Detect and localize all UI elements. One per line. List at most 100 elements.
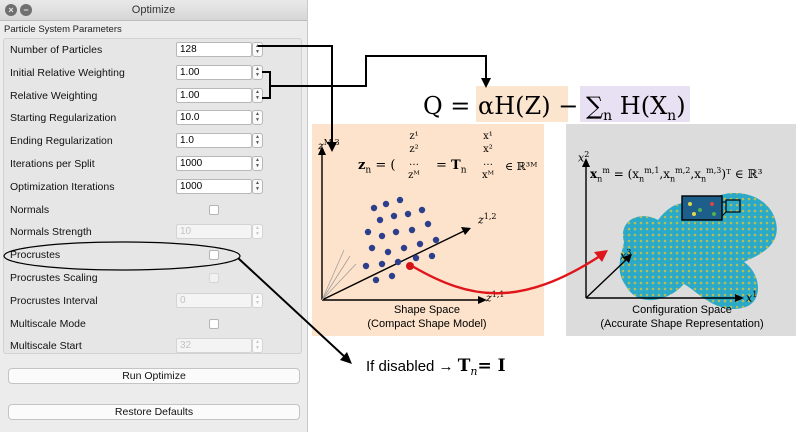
note-T: T [457,356,471,376]
connector-weighting [270,55,487,87]
spin-arrows-icon[interactable]: ▲▼ [252,87,263,103]
param-row: Procrustes [10,245,302,265]
particle-dot [362,262,370,270]
param-spinbox[interactable]: 1000 ▲▼ [176,156,263,171]
arrowhead-weighting [481,78,491,88]
z-vector: z¹ z² … zᴹ [402,130,426,182]
zn-eq-sign: = ( [371,158,396,173]
x-vector-item: xᴹ [481,170,495,181]
arrowhead-procrustes [340,352,352,364]
z-vector-item: zᴹ [408,170,420,181]
param-spinbox[interactable]: 1.00▲▼ [176,87,263,103]
formula-highlight-config [580,86,690,122]
spin-arrows-icon[interactable]: ▲▼ [252,178,263,194]
spin-arrows-icon[interactable]: ▲▼ [252,156,263,171]
param-checkbox[interactable] [209,250,219,261]
note-prefix: If disabled → [366,358,458,375]
optimize-dialog: × − Optimize Particle System Parameters … [0,0,308,432]
axis-label-x3: x3 [620,248,631,263]
tn-letter: T [451,158,461,173]
zoom-source-box [725,199,741,213]
param-value: 10.0 [180,112,200,124]
axis-x3-symbol: x [620,249,627,263]
axis-label-z12: z1,2 [478,212,497,227]
param-checkbox[interactable] [209,318,219,329]
xm-rhs: = (x [609,167,640,181]
particle-dot [432,236,440,244]
param-label: Normals [10,203,50,216]
param-value: 1000 [180,158,203,169]
particle-dot [388,272,396,280]
axis-hatching [321,249,357,301]
particle-dot [378,260,386,268]
note-eq: = I [477,356,506,376]
tn-symbol: = Tn [436,158,467,176]
param-row: Procrustes Scaling [10,268,302,288]
param-value: 128 [180,44,197,55]
param-spinbox[interactable]: 10.0 ▲▼ [176,110,263,126]
param-spinbox[interactable]: 128 ▲▼ [176,42,263,57]
configuration-space-subtitle: (Accurate Shape Representation) [600,318,764,330]
shape-space-title: Shape Space [393,304,461,316]
axis-z11-arrow [478,296,487,304]
spin-arrows-icon: ▲▼ [252,224,263,240]
connector-procrustes [237,257,347,359]
minimize-icon[interactable]: − [20,4,32,16]
z-vector-item: z¹ [409,131,419,142]
title-bar: × − Optimize [0,0,307,21]
formula-highlight-shape [476,86,568,122]
spin-arrows-icon[interactable]: ▲▼ [252,133,263,149]
param-row: Multiscale Mode [10,314,302,334]
param-label: Procrustes Scaling [10,272,98,284]
restore-defaults-button[interactable]: Restore Defaults [8,404,300,420]
formula-term2: H(X [612,92,668,120]
param-value: 1.00 [180,66,200,78]
procrustes-note: If disabled → Tn= I [366,356,506,378]
param-spinbox[interactable]: 1000▲▼ [176,178,263,194]
formula-term2-sub: n [667,107,677,124]
particle-dot [370,204,378,212]
zn-sub: n [365,165,372,176]
r3m-membership: ∈ ℝ³ᴹ [505,160,538,173]
close-icon[interactable]: × [5,4,17,16]
particle-dot [382,200,390,208]
axis-z12-sup: 1,2 [483,212,497,221]
axis-z12-arrow [461,227,471,235]
axis-x3-sup: 3 [626,248,632,257]
param-label: Optimization Iterations [10,180,115,193]
shape-space-subtitle: (Compact Shape Model) [367,318,487,330]
axis-zM3-symbol: z [318,139,324,153]
x-vector-item: … [483,157,493,168]
spin-arrows-icon[interactable]: ▲▼ [252,110,263,126]
zn-symbol: z [358,158,366,173]
run-optimize-button[interactable]: Run Optimize [8,368,300,384]
x-vector-item: x² [483,144,493,155]
axis-z11-symbol: z [486,291,492,305]
axis-x2-symbol: x [578,151,585,165]
selected-particle [406,262,414,270]
particle-dot [390,212,398,220]
particle-dot [364,228,372,236]
param-label: Procrustes Interval [10,294,98,307]
param-spinbox[interactable]: 1.0▲▼ [176,133,263,149]
axis-label-x1: x1 [746,290,757,305]
param-row: Normals [10,200,302,220]
particle-dot [376,216,384,224]
param-label: Multiscale Mode [10,317,86,330]
configuration-space-plot [582,158,777,310]
axis-x3-line [585,257,629,299]
objective-formula: Q = αH(Z) − ∑n H(Xn) [423,92,686,124]
formula-close: ) [676,92,686,120]
formula-sum-sub: n [603,107,613,124]
spin-arrows-icon[interactable]: ▲▼ [252,42,263,57]
section-title: Particle System Parameters [4,24,122,35]
particle-dot [428,252,436,260]
param-row: Optimization Iterations 1000▲▼ [10,177,302,197]
param-label: Iterations per Split [10,158,95,170]
param-label: Initial Relative Weighting [10,66,125,79]
param-checkbox[interactable] [209,204,219,215]
